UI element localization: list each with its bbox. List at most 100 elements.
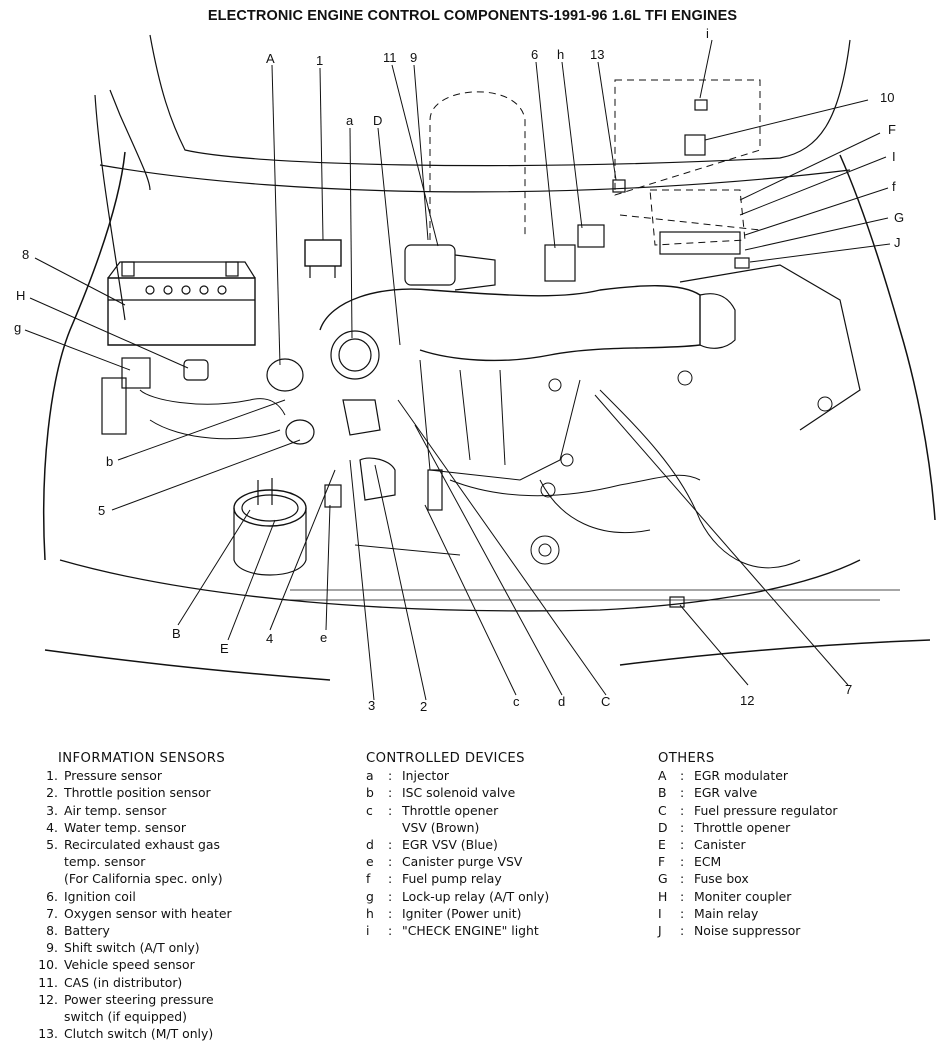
others-item-separator: : — [680, 905, 685, 921]
others-item-key: F — [658, 854, 666, 870]
others-item-text: EGR modulater — [694, 768, 788, 784]
others-item-key: E — [658, 837, 666, 853]
devices-item: a:Injector — [366, 767, 549, 784]
callout-4: 4 — [266, 631, 273, 646]
sensors-item-text: Shift switch (A/T only) — [64, 940, 200, 956]
callout-13: 13 — [590, 47, 604, 62]
sensors-item-key — [28, 870, 64, 887]
sensors-item-key — [28, 853, 64, 870]
devices-item-text: Fuel pump relay — [402, 871, 502, 887]
others-item-separator: : — [680, 923, 685, 939]
sensors-item-text: CAS (in distributor) — [64, 974, 183, 990]
devices-item: h:Igniter (Power unit) — [366, 905, 549, 922]
others-item: G:Fuse box — [658, 870, 838, 887]
callout-d: d — [558, 694, 565, 709]
others-item: F:ECM — [658, 853, 838, 870]
others-item-separator: : — [680, 768, 685, 784]
others-item-key: G — [658, 871, 668, 887]
sensors-item-key: 12. — [38, 991, 58, 1007]
sensors-item: 7. Oxygen sensor with heater — [28, 905, 232, 922]
callout-c: c — [513, 694, 520, 709]
sensors-item-text: Pressure sensor — [64, 768, 162, 784]
devices-item: VSV (Brown) — [366, 819, 549, 836]
sensors-item-text: Oxygen sensor with heater — [64, 905, 232, 921]
devices-item: e:Canister purge VSV — [366, 853, 549, 870]
sensors-item-key: 2. — [46, 785, 58, 801]
sensors-item-text: Battery — [64, 923, 110, 939]
callout-12: 12 — [740, 693, 754, 708]
devices-item-key: d — [366, 837, 374, 853]
others-item-text: Throttle opener — [694, 819, 791, 835]
leader-lines — [24, 39, 891, 701]
sensors-item-text: Clutch switch (M/T only) — [64, 1026, 214, 1042]
devices-item-text: EGR VSV (Blue) — [402, 837, 498, 853]
devices-heading: CONTROLLED DEVICES — [366, 751, 525, 766]
sensors-item-key: 7. — [46, 905, 58, 921]
others-item: A:EGR modulater — [658, 767, 838, 784]
devices-item-key: e — [366, 854, 374, 870]
devices-item-separator: : — [388, 802, 393, 818]
others-item-text: ECM — [694, 854, 722, 870]
sensors-item-text: Throttle position sensor — [64, 785, 211, 801]
devices-item: c:Throttle opener — [366, 802, 549, 819]
others-item: H:Moniter coupler — [658, 888, 838, 905]
devices-item-key: a — [366, 768, 374, 784]
sensors-item-key: 4. — [46, 819, 58, 835]
others-item: D:Throttle opener — [658, 819, 838, 836]
callout-C: C — [601, 694, 610, 709]
components — [101, 99, 750, 608]
others-item: B:EGR valve — [658, 784, 838, 801]
canister — [233, 478, 307, 576]
sensors-item-key — [28, 1008, 64, 1025]
intake-duct — [319, 264, 861, 431]
callout-2: 2 — [420, 699, 427, 714]
sensors-item: 12. Power steering pressure — [28, 991, 232, 1008]
others-item-separator: : — [680, 802, 685, 818]
others-item-key: I — [658, 905, 662, 921]
callout-5: 5 — [98, 503, 105, 518]
others-item-key: H — [658, 888, 668, 904]
sensors-item: 8.Battery — [28, 922, 232, 939]
sensors-item: 3. Air temp. sensor — [28, 802, 232, 819]
sensors-item: 5.Recirculated exhaust gas — [28, 836, 232, 853]
sensors-item-text: Power steering pressure — [64, 991, 214, 1007]
others-item-text: Noise suppressor — [694, 923, 801, 939]
sensors-item: 10.Vehicle speed sensor — [28, 956, 232, 973]
sensors-item: 6. Ignition coil — [28, 888, 232, 905]
callout-e: e — [320, 630, 327, 645]
devices-item-text: ISC solenoid valve — [402, 785, 516, 801]
devices-item-key: h — [366, 905, 374, 921]
sensors-item-key: 3. — [46, 802, 58, 818]
sensors-item: 9.Shift switch (A/T only) — [28, 939, 232, 956]
callout-G: G — [894, 210, 904, 225]
callout-J: J — [894, 235, 901, 250]
sensors-item-key: 6. — [46, 888, 58, 904]
sensors-item: switch (if equipped) — [28, 1008, 232, 1025]
sensors-item-text: Air temp. sensor — [64, 802, 167, 818]
callout-A: A — [266, 51, 275, 66]
others-item-text: Canister — [694, 837, 746, 853]
callout-8: 8 — [22, 247, 29, 262]
others-item-key: J — [658, 923, 662, 939]
callout-i: i — [706, 26, 709, 41]
sensors-item: 11.CAS (in distributor) — [28, 974, 232, 991]
sensors-item-key: 10. — [38, 957, 58, 973]
others-item-key: D — [658, 819, 668, 835]
callout-10: 10 — [880, 90, 894, 105]
others-item-text: Fuel pressure regulator — [694, 802, 838, 818]
callout-H: H — [16, 288, 25, 303]
callout-I: I — [892, 149, 896, 164]
sensors-item-text: Ignition coil — [64, 888, 136, 904]
callout-D: D — [373, 113, 382, 128]
others-heading: OTHERS — [658, 751, 715, 766]
callout-1: 1 — [316, 53, 323, 68]
devices-item-key: c — [366, 802, 373, 818]
sensors-item: 4.Water temp. sensor — [28, 819, 232, 836]
devices-item: d:EGR VSV (Blue) — [366, 836, 549, 853]
callout-b: b — [106, 454, 113, 469]
callout-g: g — [14, 320, 21, 335]
engine-diagram: A 1 11 9 a D 6 h 13 i 10 F I f G J 8 H g… — [14, 26, 936, 714]
devices-item-text: Injector — [402, 768, 449, 784]
